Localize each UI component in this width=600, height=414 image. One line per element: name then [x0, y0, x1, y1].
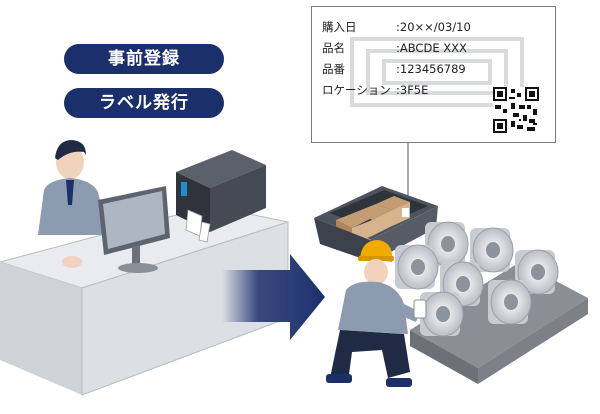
- product-label-card: 購入日 :20××/03/10 品名 :ABCDE XXX 品番 :123456789…: [311, 6, 556, 143]
- label-key: 品名: [322, 41, 345, 55]
- label-printer: [176, 150, 266, 243]
- label-row-part-number: 品番 :123456789: [322, 61, 466, 77]
- flow-arrow: [222, 254, 325, 340]
- label-issue-badge: ラベル発行: [64, 88, 224, 118]
- label-row-product-name: 品名 :ABCDE XXX: [322, 40, 467, 56]
- label-key: 購入日: [322, 20, 357, 34]
- label-row-purchase-date: 購入日 :20××/03/10: [322, 19, 471, 35]
- label-key: ロケーション: [322, 83, 391, 97]
- warehouse-scene: [314, 186, 588, 387]
- label-value: :20××/03/10: [396, 20, 471, 34]
- label-key: 品番: [322, 62, 345, 76]
- label-value: :3F5E: [396, 83, 429, 97]
- desktop-monitor: [98, 186, 170, 273]
- label-row-location: ロケーション :3F5E: [322, 82, 428, 98]
- office-desk-scene: [0, 140, 290, 396]
- pre-registration-badge: 事前登録: [64, 44, 224, 74]
- storage-crate: [314, 186, 438, 262]
- label-value: :123456789: [396, 62, 466, 76]
- metal-parts: [395, 221, 559, 337]
- qr-code-icon: [493, 87, 539, 133]
- warehouse-worker: [326, 240, 427, 387]
- label-value: :ABCDE XXX: [396, 41, 467, 55]
